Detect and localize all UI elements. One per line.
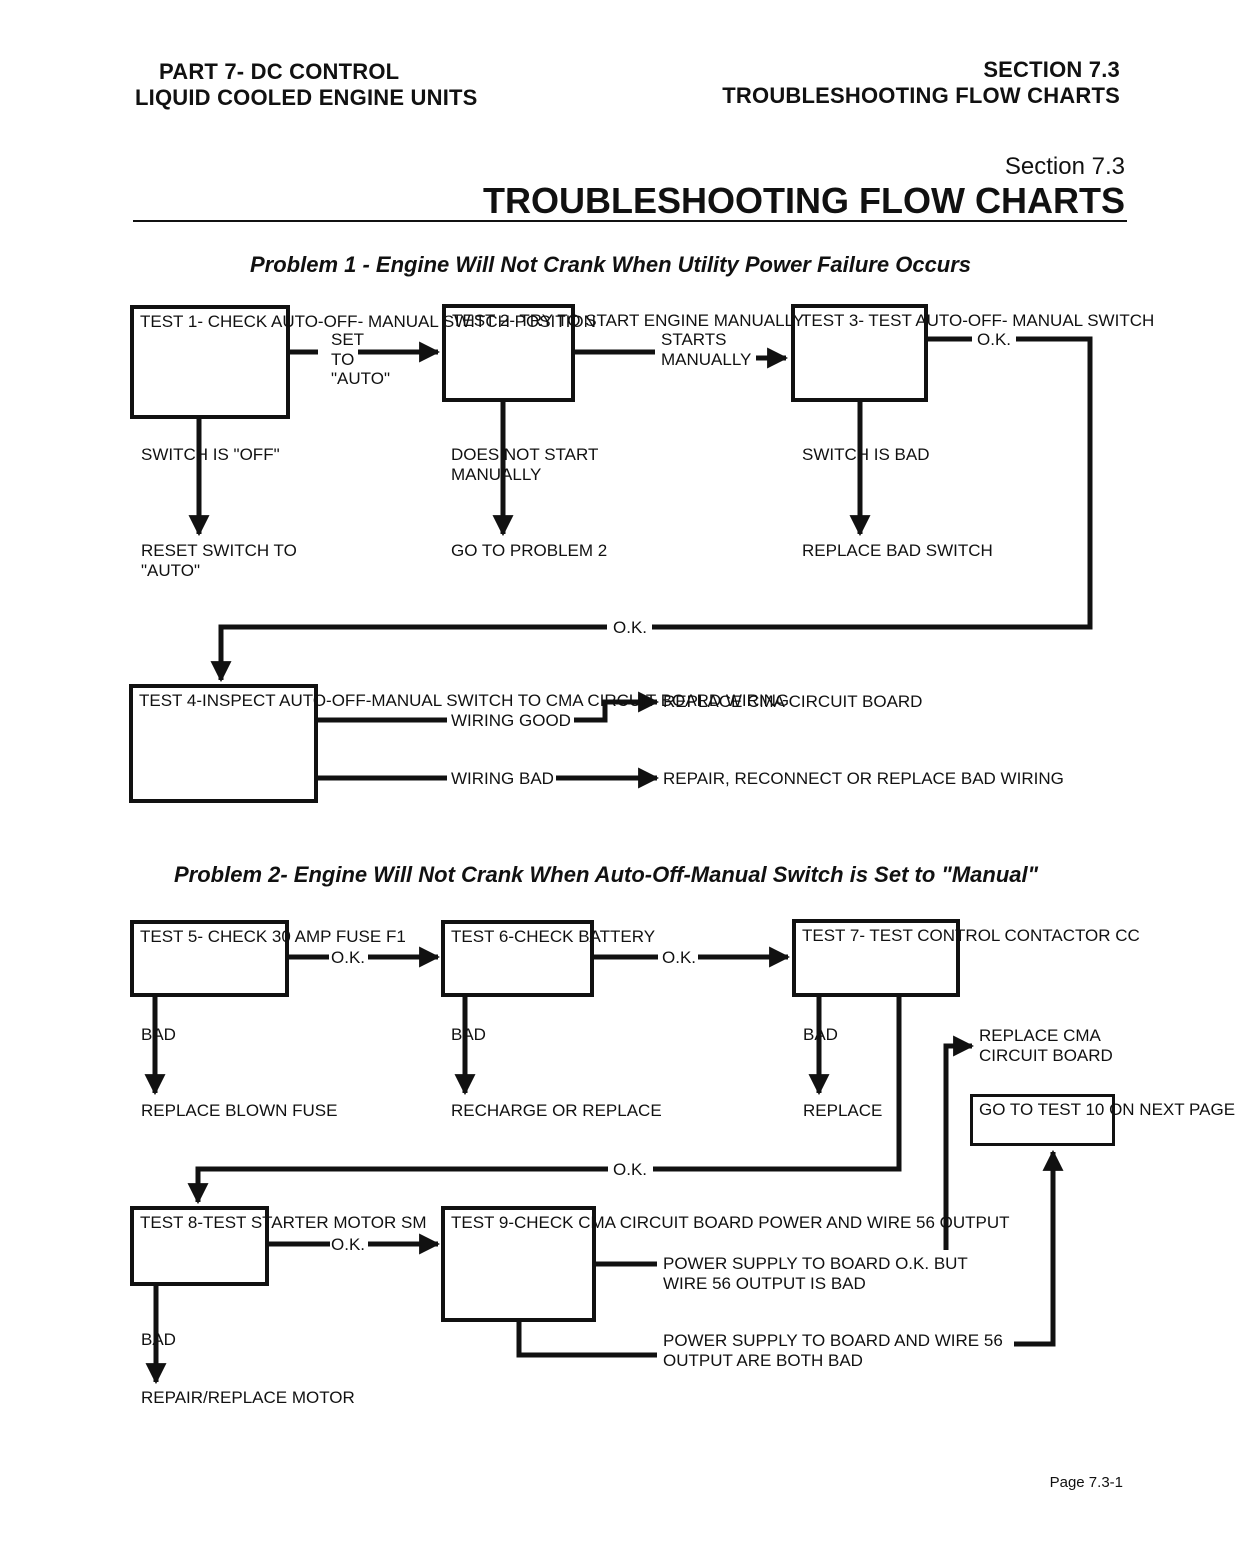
connector-test7-ok-loop <box>653 997 902 1172</box>
problem1-title: Problem 1 - Engine Will Not Crank When U… <box>250 252 972 277</box>
test5-bad-label: BAD <box>141 1025 176 1044</box>
recharge-label: RECHARGE OR REPLACE <box>451 1101 662 1120</box>
test5-box: TEST 5- CHECK 30 AMP FUSE F1 <box>130 920 406 997</box>
reset-switch-label: RESET SWITCH TO "AUTO" <box>141 541 297 580</box>
test8-box: TEST 8-TEST STARTER MOTOR SM <box>130 1206 427 1286</box>
power-both-bad-label: POWER SUPPLY TO BOARD AND WIRE 56 OUTPUT… <box>663 1331 1003 1370</box>
header-left-line2: LIQUID COOLED ENGINE UNITS <box>135 85 478 110</box>
header-left-line1: PART 7- DC CONTROL <box>159 59 400 84</box>
connector-ok-loop <box>652 336 1093 630</box>
test7-bad-label: BAD <box>803 1025 838 1044</box>
arrow-both-bad-test10 <box>1014 1149 1064 1347</box>
test1-label: TEST 1- CHECK AUTO-OFF- MANUAL SWITCH PO… <box>140 312 596 331</box>
switch-off-label: SWITCH IS "OFF" <box>141 445 280 464</box>
wiring-good-label: WIRING GOOD <box>451 711 571 730</box>
test9-box: TEST 9-CHECK CMA CIRCUIT BOARD POWER AND… <box>441 1206 1010 1322</box>
page-number: Page 7.3-1 <box>1049 1474 1123 1491</box>
test3-label: TEST 3- TEST AUTO-OFF- MANUAL SWITCH <box>801 311 1155 330</box>
test7-ok-label: O.K. <box>613 1160 648 1179</box>
test3-ok-label: O.K. <box>977 330 1012 349</box>
test2-label: TEST 2- TRY TO START ENGINE MANUALLY <box>452 311 805 330</box>
go-test10-box: GO TO TEST 10 ON NEXT PAGE <box>970 1094 1235 1146</box>
section-label: Section 7.3 <box>1004 153 1125 180</box>
header-left: PART 7- DC CONTROL LIQUID COOLED ENGINE … <box>135 59 478 111</box>
go-test10-label: GO TO TEST 10 ON NEXT PAGE <box>979 1100 1235 1119</box>
set-to-auto-label: SET TO "AUTO" <box>331 330 390 388</box>
test9-label: TEST 9-CHECK CMA CIRCUIT BOARD POWER AND… <box>451 1213 1010 1232</box>
arrow-loop-test4 <box>210 624 607 683</box>
does-not-start-label: DOES NOT START MANUALLY <box>451 445 599 484</box>
starts-manually-label: STARTS MANUALLY <box>661 330 752 369</box>
test4-label: TEST 4-INSPECT AUTO-OFF-MANUAL SWITCH TO… <box>139 691 790 710</box>
test8-label: TEST 8-TEST STARTER MOTOR SM <box>140 1213 427 1232</box>
wiring-bad-label: WIRING BAD <box>451 769 554 788</box>
test8-bad-label: BAD <box>141 1330 176 1349</box>
test6-label: TEST 6-CHECK BATTERY <box>451 927 656 946</box>
replace-bad-switch-label: REPLACE BAD SWITCH <box>802 541 993 560</box>
repair-motor-label: REPAIR/REPLACE MOTOR <box>141 1388 355 1407</box>
test8-ok-label: O.K. <box>331 1235 366 1254</box>
arrow-good-replace-cma <box>574 691 660 723</box>
test7-box: TEST 7- TEST CONTROL CONTACTOR CC <box>792 919 1140 997</box>
test5-label: TEST 5- CHECK 30 AMP FUSE F1 <box>140 927 406 946</box>
loop-ok-label: O.K. <box>613 618 648 637</box>
go-problem2-label: GO TO PROBLEM 2 <box>451 541 608 560</box>
test2-box: TEST 2- TRY TO START ENGINE MANUALLY <box>442 304 805 402</box>
test6-bad-label: BAD <box>451 1025 486 1044</box>
replace-fuse-label: REPLACE BLOWN FUSE <box>141 1101 338 1120</box>
test7-label: TEST 7- TEST CONTROL CONTACTOR CC <box>802 926 1140 945</box>
header-right-line1: SECTION 7.3 <box>983 57 1120 82</box>
test6-box: TEST 6-CHECK BATTERY <box>441 920 656 997</box>
header-right-line2: TROUBLESHOOTING FLOW CHARTS <box>722 83 1120 108</box>
header-right: SECTION 7.3 TROUBLESHOOTING FLOW CHARTS <box>722 57 1120 109</box>
test4-box: TEST 4-INSPECT AUTO-OFF-MANUAL SWITCH TO… <box>129 684 790 803</box>
switch-bad-label: SWITCH IS BAD <box>802 445 930 464</box>
arrow-wire56-replace-cma <box>943 1035 975 1250</box>
power-ok-wire-bad-label: POWER SUPPLY TO BOARD O.K. BUT WIRE 56 O… <box>663 1254 968 1293</box>
test6-ok-label: O.K. <box>662 948 697 967</box>
connector-test9-both-bad <box>516 1322 657 1358</box>
test3-box: TEST 3- TEST AUTO-OFF- MANUAL SWITCH <box>791 304 1155 402</box>
arrow-loop-test8 <box>187 1166 608 1205</box>
replace-cma-board-label: REPLACE CMA CIRCUIT BOARD <box>979 1026 1113 1065</box>
test1-box: TEST 1- CHECK AUTO-OFF- MANUAL SWITCH PO… <box>130 305 596 419</box>
repair-wiring-label: REPAIR, RECONNECT OR REPLACE BAD WIRING <box>663 769 1064 788</box>
replace-cma-label: REPLACE CMA CIRCUIT BOARD <box>663 692 923 711</box>
section-title: TROUBLESHOOTING FLOW CHARTS <box>483 180 1125 221</box>
test5-ok-label: O.K. <box>331 948 366 967</box>
problem2-title: Problem 2- Engine Will Not Crank When Au… <box>174 862 1039 887</box>
flowchart-connectors <box>133 220 1127 1385</box>
replace-contactor-label: REPLACE <box>803 1101 883 1120</box>
